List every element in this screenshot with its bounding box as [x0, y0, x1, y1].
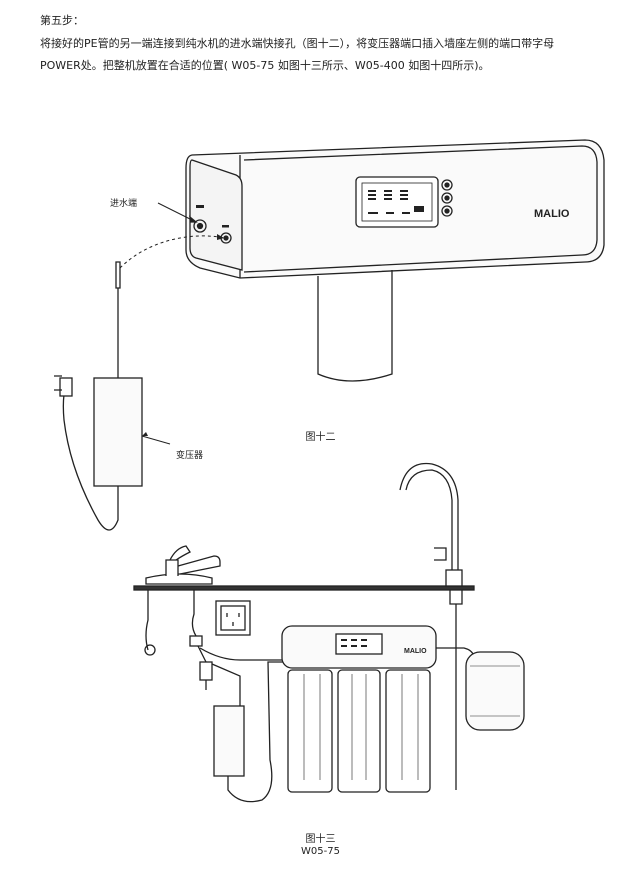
instruction-line-2: POWER处。把整机放置在合适的位置( W05-75 如图十三所示、W05-40… [40, 59, 490, 72]
purifier-unit [185, 139, 605, 382]
figure-13-caption: 图十三 [305, 834, 336, 845]
instruction-line-1: 将接好的PE管的另一端连接到纯水机的进水端快接孔（图十二），将变压器端口插入墙座… [40, 37, 555, 50]
kitchen-faucet [144, 545, 221, 656]
figure-12-caption: 图十二 [305, 432, 336, 443]
figure-13-model: W05-75 [301, 846, 340, 857]
drinking-faucet [399, 462, 463, 790]
brand-logo-13: MALIO [404, 648, 427, 655]
pressure-tank [465, 651, 525, 731]
power-adapter-12 [54, 261, 143, 531]
step-title: 第五步： [40, 14, 84, 27]
wall-socket [215, 600, 251, 636]
adapter-label: 变压器 [176, 451, 204, 461]
inlet-label: 进水端 [110, 199, 138, 209]
brand-logo-12: MALIO [534, 208, 570, 220]
purifier-unit-13 [281, 625, 437, 793]
